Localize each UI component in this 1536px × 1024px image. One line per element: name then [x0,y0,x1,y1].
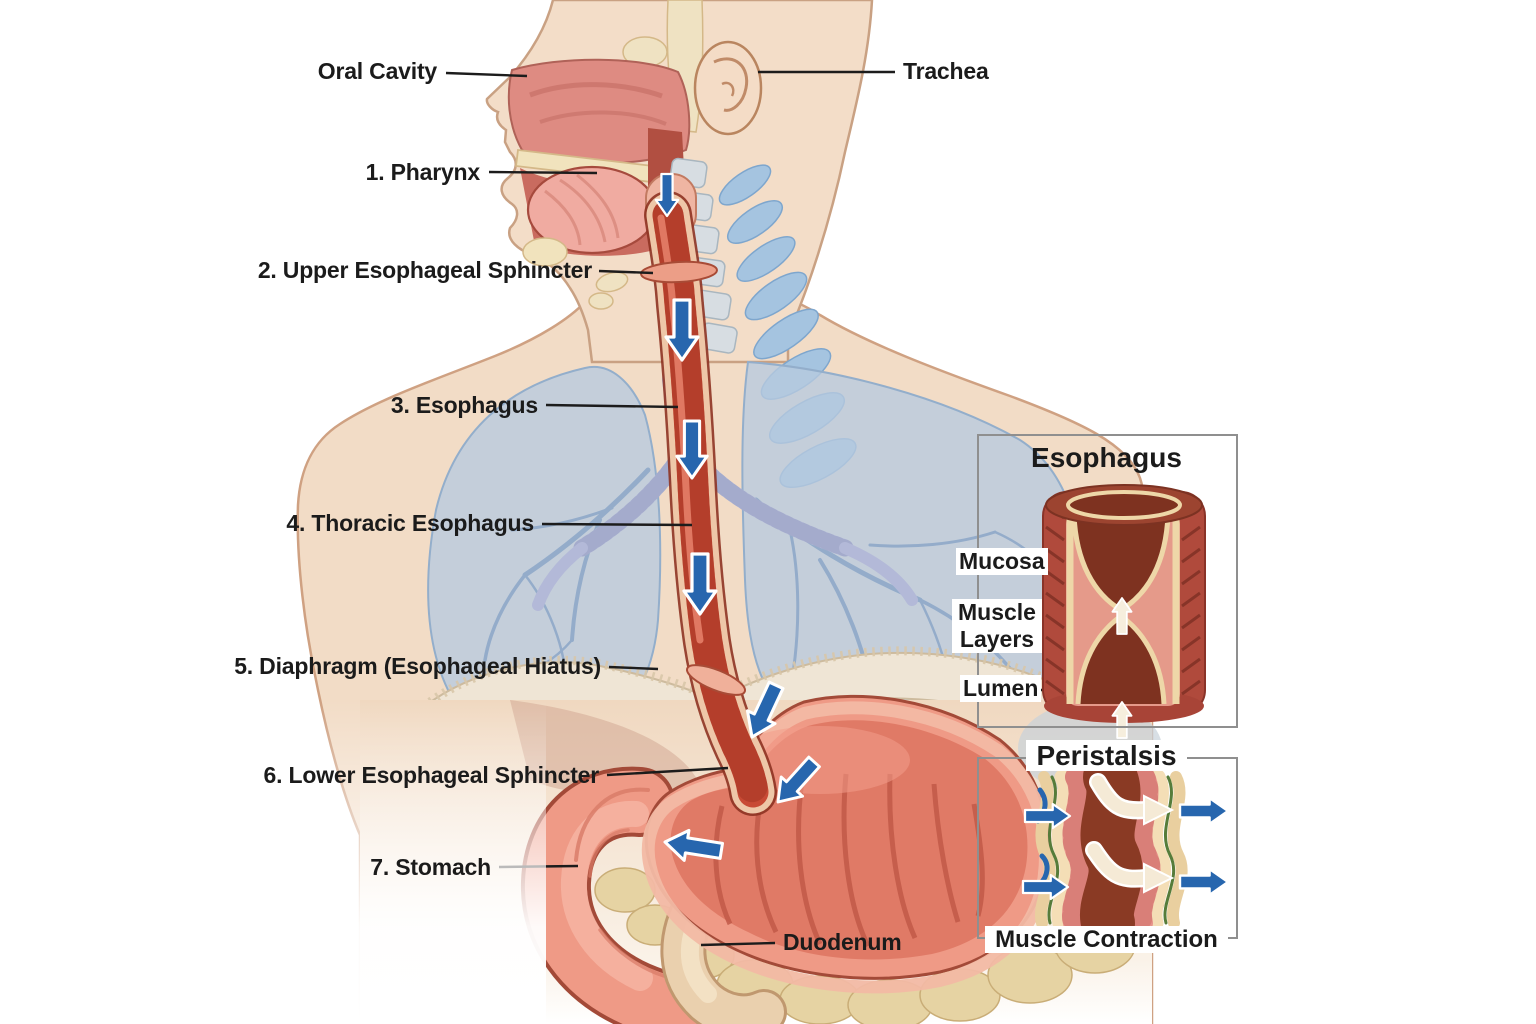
upper-sphincter-ring [640,260,718,284]
peristalsis-cream-arrows [1085,773,1175,894]
label-duodenum: Duodenum [783,929,902,955]
inset-peristalsis-caption-text: Muscle Contraction [985,926,1228,953]
fade-overlay [280,700,546,1024]
label-diaphragm: 5. Diaphragm (Esophageal Hiatus) [234,653,601,679]
label-mucosa: Mucosa [956,548,1048,575]
ear [693,40,763,136]
inset-peristalsis-box [977,757,1238,939]
label-muscle-layers: Muscle Layers [952,599,1042,653]
label-esophagus: 3. Esophagus [390,392,538,418]
label-thoracic-esophagus: 4. Thoracic Esophagus [286,510,534,536]
label-pharynx: 1. Pharynx [365,159,481,185]
head-profile [485,0,874,364]
inset-peristalsis-title-text: Peristalsis [1026,740,1187,771]
label-lumen: Lumen [960,675,1042,702]
inset-esophagus-box [977,434,1238,728]
inset-esophagus-title: Esophagus [1031,442,1182,473]
label-trachea: Trachea [903,58,989,84]
inset-esophagus-cylinder [1042,484,1206,739]
inset-peristalsis-title: Peristalsis [979,740,1234,772]
inset-peristalsis-art [1021,750,1230,950]
rugae-folds [713,773,985,948]
label-upper-esophageal-sphincter: 2. Upper Esophageal Sphincter [257,257,592,283]
label-stomach: 7. Stomach [370,854,491,880]
hiatus-cuff [686,664,746,696]
inset-peristalsis-caption: Muscle Contraction [979,924,1234,956]
label-oral-cavity: Oral Cavity [317,58,437,84]
stomach-pylorus [520,766,731,1024]
label-lower-esophageal-sphincter: 6. Lower Esophageal Sphincter [263,762,600,788]
